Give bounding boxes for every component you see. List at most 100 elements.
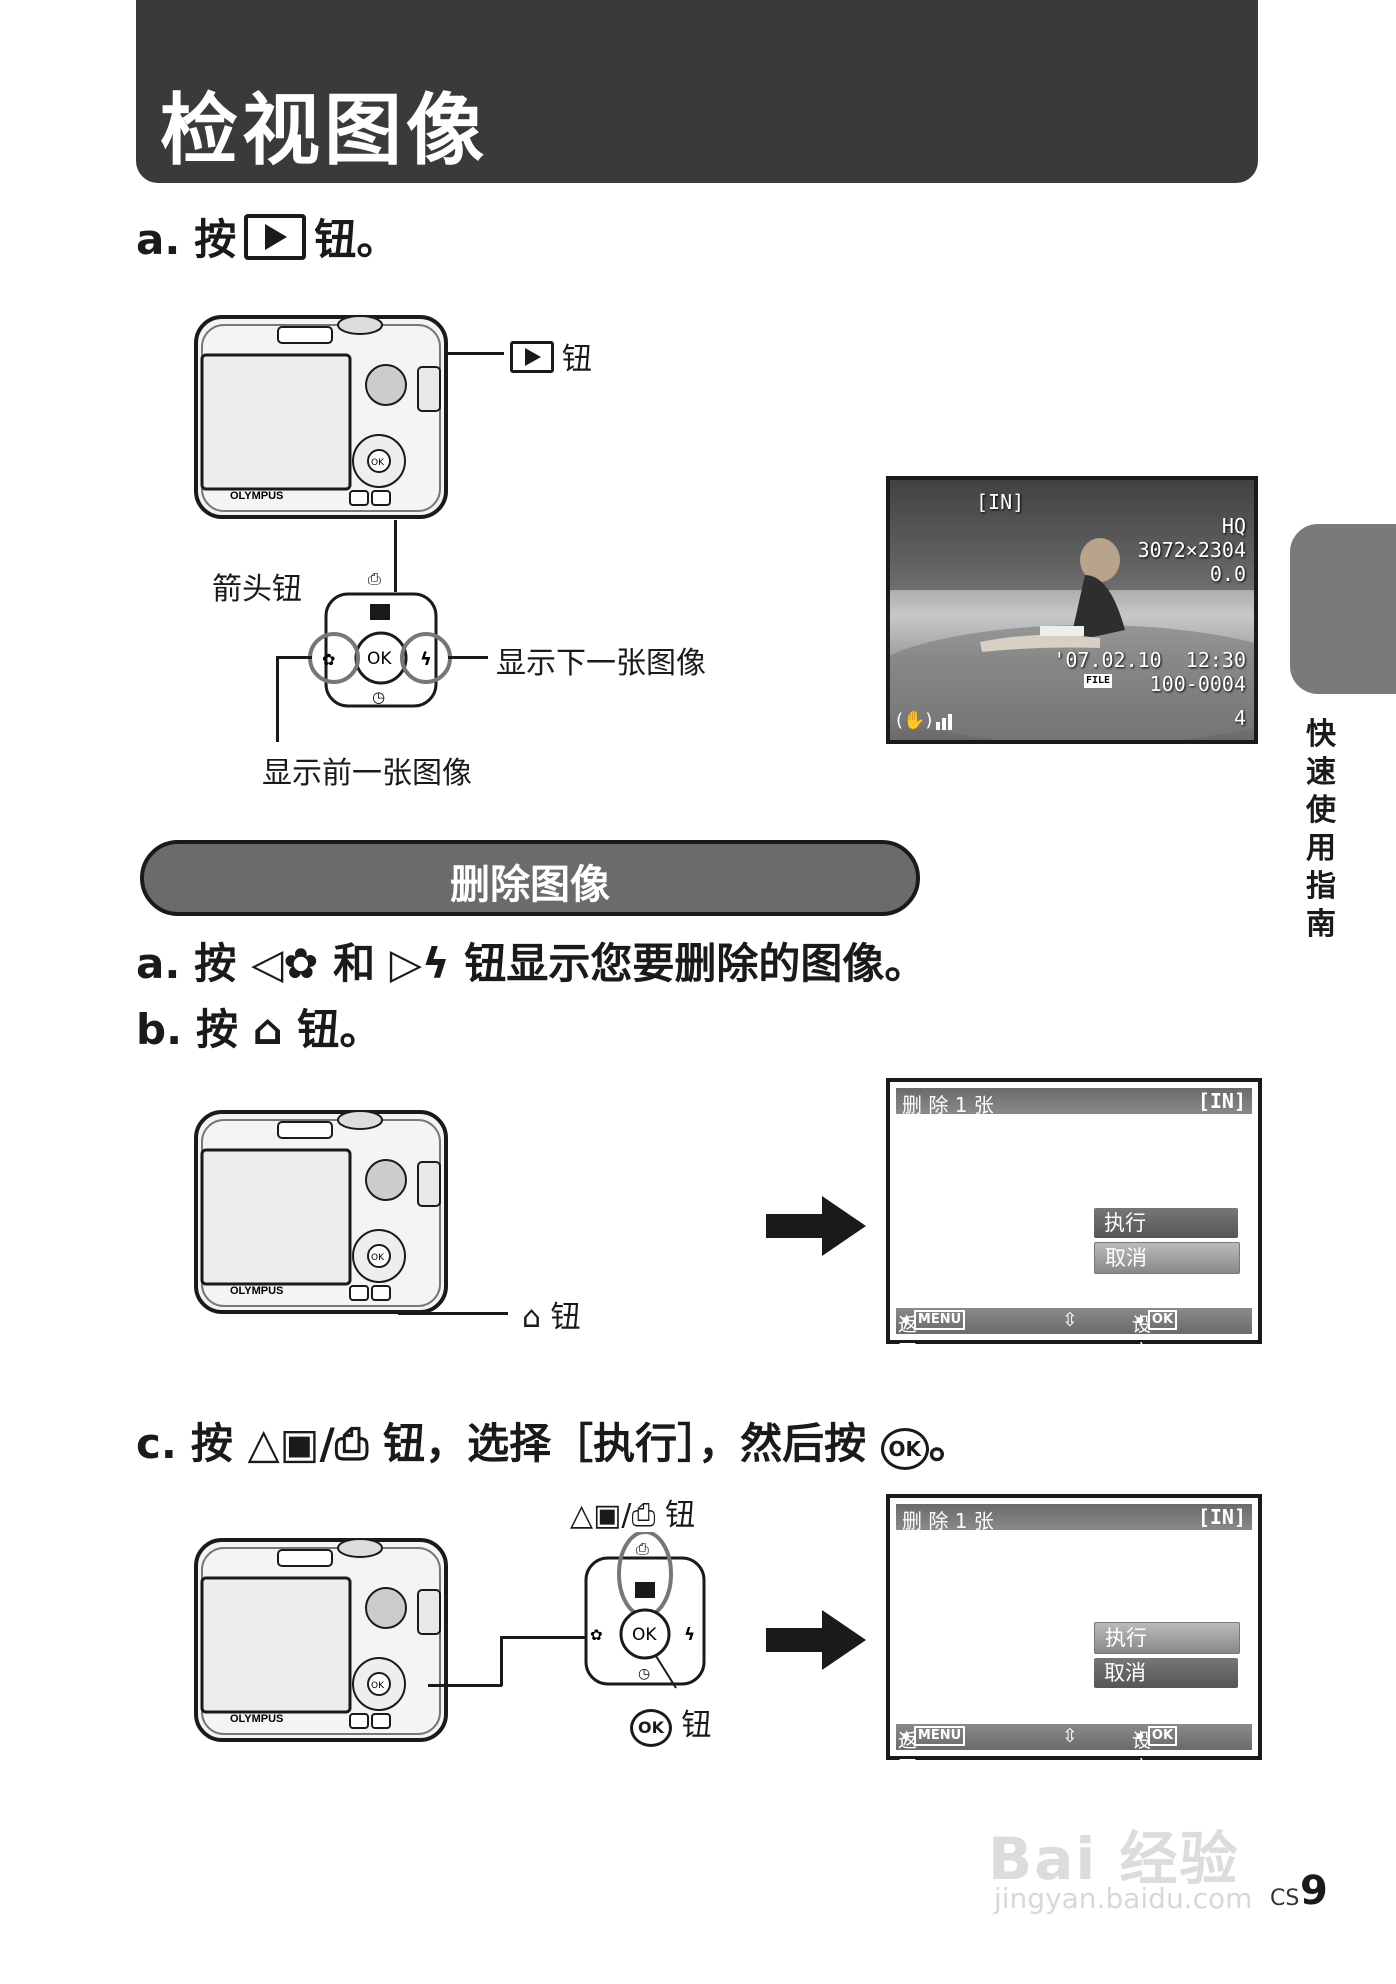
print-icon: ⎙ [636, 1539, 649, 1558]
play-button-callout: 钮 [510, 334, 592, 378]
arrow-button-label: 箭头钮 [212, 572, 302, 607]
up-exposure-print-icon: △▣/⎙ [247, 1419, 369, 1468]
callout-line [276, 656, 279, 742]
step-text: 钮显示您要删除的图像。 [464, 939, 927, 988]
macro-icon: ✿ [590, 1626, 603, 1644]
osd-quality: HQ [1221, 514, 1246, 538]
callout-line [500, 1636, 503, 1686]
step-text: 。 [928, 1419, 971, 1468]
flash-icon: ϟ [684, 1625, 695, 1645]
step-text: 按 [194, 215, 237, 264]
option-cancel[interactable]: 取消 [1094, 1242, 1240, 1274]
option-cancel[interactable]: 取消 [1094, 1658, 1238, 1688]
timer-icon: ◷ [372, 688, 385, 706]
footer-set: 设定➧OK [1132, 1309, 1178, 1363]
callout-line [394, 520, 397, 592]
camera-illustration: OLYMPUS OK [194, 1110, 448, 1314]
step-c-erase: c.按 △▣/⎙ 钮，选择［执行］，然后按 OK。 [136, 1410, 971, 1471]
left-macro-icon: ◁✿ [250, 939, 319, 988]
step-text: 钮。 [314, 215, 399, 264]
section-banner [140, 840, 920, 916]
osd-resolution: 3072×2304 [1137, 538, 1246, 562]
option-execute[interactable]: 执行 [1094, 1622, 1240, 1654]
osd-datetime: '07.02.10 12:30 [1053, 648, 1246, 672]
print-icon: ⎙ [368, 570, 381, 588]
step-letter: a. [136, 939, 181, 988]
osd-file-number: 100-0004 [1149, 672, 1246, 696]
footer-back: 返回➧MENU [898, 1309, 966, 1363]
callout-line [276, 656, 312, 659]
step-text: 按 [194, 939, 237, 988]
callout-line [500, 1636, 588, 1639]
camera-brand: OLYMPUS [230, 490, 283, 502]
erase-button-callout: ⌂ 钮 [522, 1292, 581, 1336]
camera-ok: OK [371, 1681, 385, 1691]
osd-memory: [IN] [976, 490, 1025, 514]
step-text: 钮，选择［执行］，然后按 [383, 1419, 867, 1468]
step-text: 钮。 [297, 1005, 382, 1054]
watermark-logo: Bai 经验 [988, 1825, 1240, 1893]
ok-icon: OK [630, 1709, 672, 1747]
screen-footer: 返回➧MENU ⇳ 设定➧OK [896, 1724, 1252, 1779]
page-prefix: CS [1270, 1886, 1300, 1911]
exposure-icon [635, 1582, 655, 1598]
erase-icon: ⌂ [522, 1300, 542, 1335]
callout-line [398, 1312, 508, 1315]
pad-ok-label: OK [367, 649, 392, 669]
svg-text:(✋): (✋) [896, 709, 932, 731]
watermark-url: jingyan.baidu.com [994, 1882, 1253, 1915]
callout-line [444, 352, 504, 355]
section-title: 删除图像 [450, 862, 610, 908]
play-button-label: 钮 [562, 342, 592, 377]
osd-exposure: 0.0 [1209, 562, 1246, 586]
title-bar [136, 0, 1258, 183]
footer-back: 返回➧MENU [898, 1725, 966, 1779]
pad-ok-label: OK [632, 1625, 657, 1645]
camera-brand: OLYMPUS [230, 1285, 283, 1297]
timer-icon: ◷ [638, 1666, 650, 1682]
up-exposure-print-icon: △▣/⎙ [570, 1498, 656, 1533]
screen-header: 删 除 1 张 [IN] [896, 1088, 1252, 1117]
flow-arrow [766, 1196, 866, 1256]
step-text: 和 [333, 939, 376, 988]
option-execute[interactable]: 执行 [1094, 1208, 1238, 1238]
play-button-icon [244, 214, 307, 260]
screen-header: 删 除 1 张 [IN] [896, 1504, 1252, 1533]
step-text: 按 [190, 1419, 233, 1468]
camera-ok: OK [371, 1253, 385, 1263]
screen-title: 删 除 1 张 [902, 1509, 994, 1533]
arrow-pad-up-diagram: ⎙ OK ✿ ϟ ◷ [584, 1532, 706, 1689]
erase-button-label: 钮 [550, 1300, 581, 1335]
screen-memory: [IN] [1197, 1089, 1246, 1113]
next-image-label: 显示下一张图像 [496, 646, 706, 681]
macro-icon: ✿ [322, 650, 335, 669]
up-button-callout: △▣/⎙ 钮 [570, 1490, 695, 1534]
flow-arrow [766, 1610, 866, 1670]
step-letter: c. [136, 1419, 177, 1468]
step-b-erase: b.按 ⌂ 钮。 [136, 996, 381, 1057]
step-a-erase: a. 按 ◁✿ 和 ▷ϟ 钮显示您要删除的图像。 [136, 930, 926, 991]
flash-icon: ϟ [420, 649, 432, 670]
camera-illustration: OLYMPUS OK [194, 315, 448, 519]
up-button-label: 钮 [665, 1498, 696, 1533]
side-tab-label: 快速使用指南 [1306, 717, 1336, 942]
step-letter: b. [136, 1005, 183, 1054]
camera-illustration: OLYMPUS OK [194, 1538, 448, 1742]
callout-line [448, 656, 488, 659]
updown-icon: ⇳ [1062, 1725, 1078, 1747]
step-text: 按 [196, 1005, 239, 1054]
play-icon [510, 341, 554, 373]
callout-line [428, 1684, 502, 1687]
right-flash-icon: ▷ϟ [389, 939, 450, 988]
photo-scene [890, 480, 1254, 740]
arrow-pad-diagram: ⎙ OK ✿ ϟ ◷ [308, 570, 452, 708]
osd-frame-count: 4 [1233, 706, 1246, 730]
osd-file-badge: FILE [1084, 674, 1113, 688]
prev-image-label: 显示前一张图像 [262, 756, 472, 791]
camera-ok: OK [371, 458, 385, 468]
camera-brand: OLYMPUS [230, 1713, 283, 1725]
page-title: 检视图像 [160, 86, 489, 176]
step-a-view: a. 按 钮。 [136, 206, 398, 267]
step-letter: a. [136, 215, 181, 264]
ok-button-label: 钮 [681, 1708, 712, 1743]
